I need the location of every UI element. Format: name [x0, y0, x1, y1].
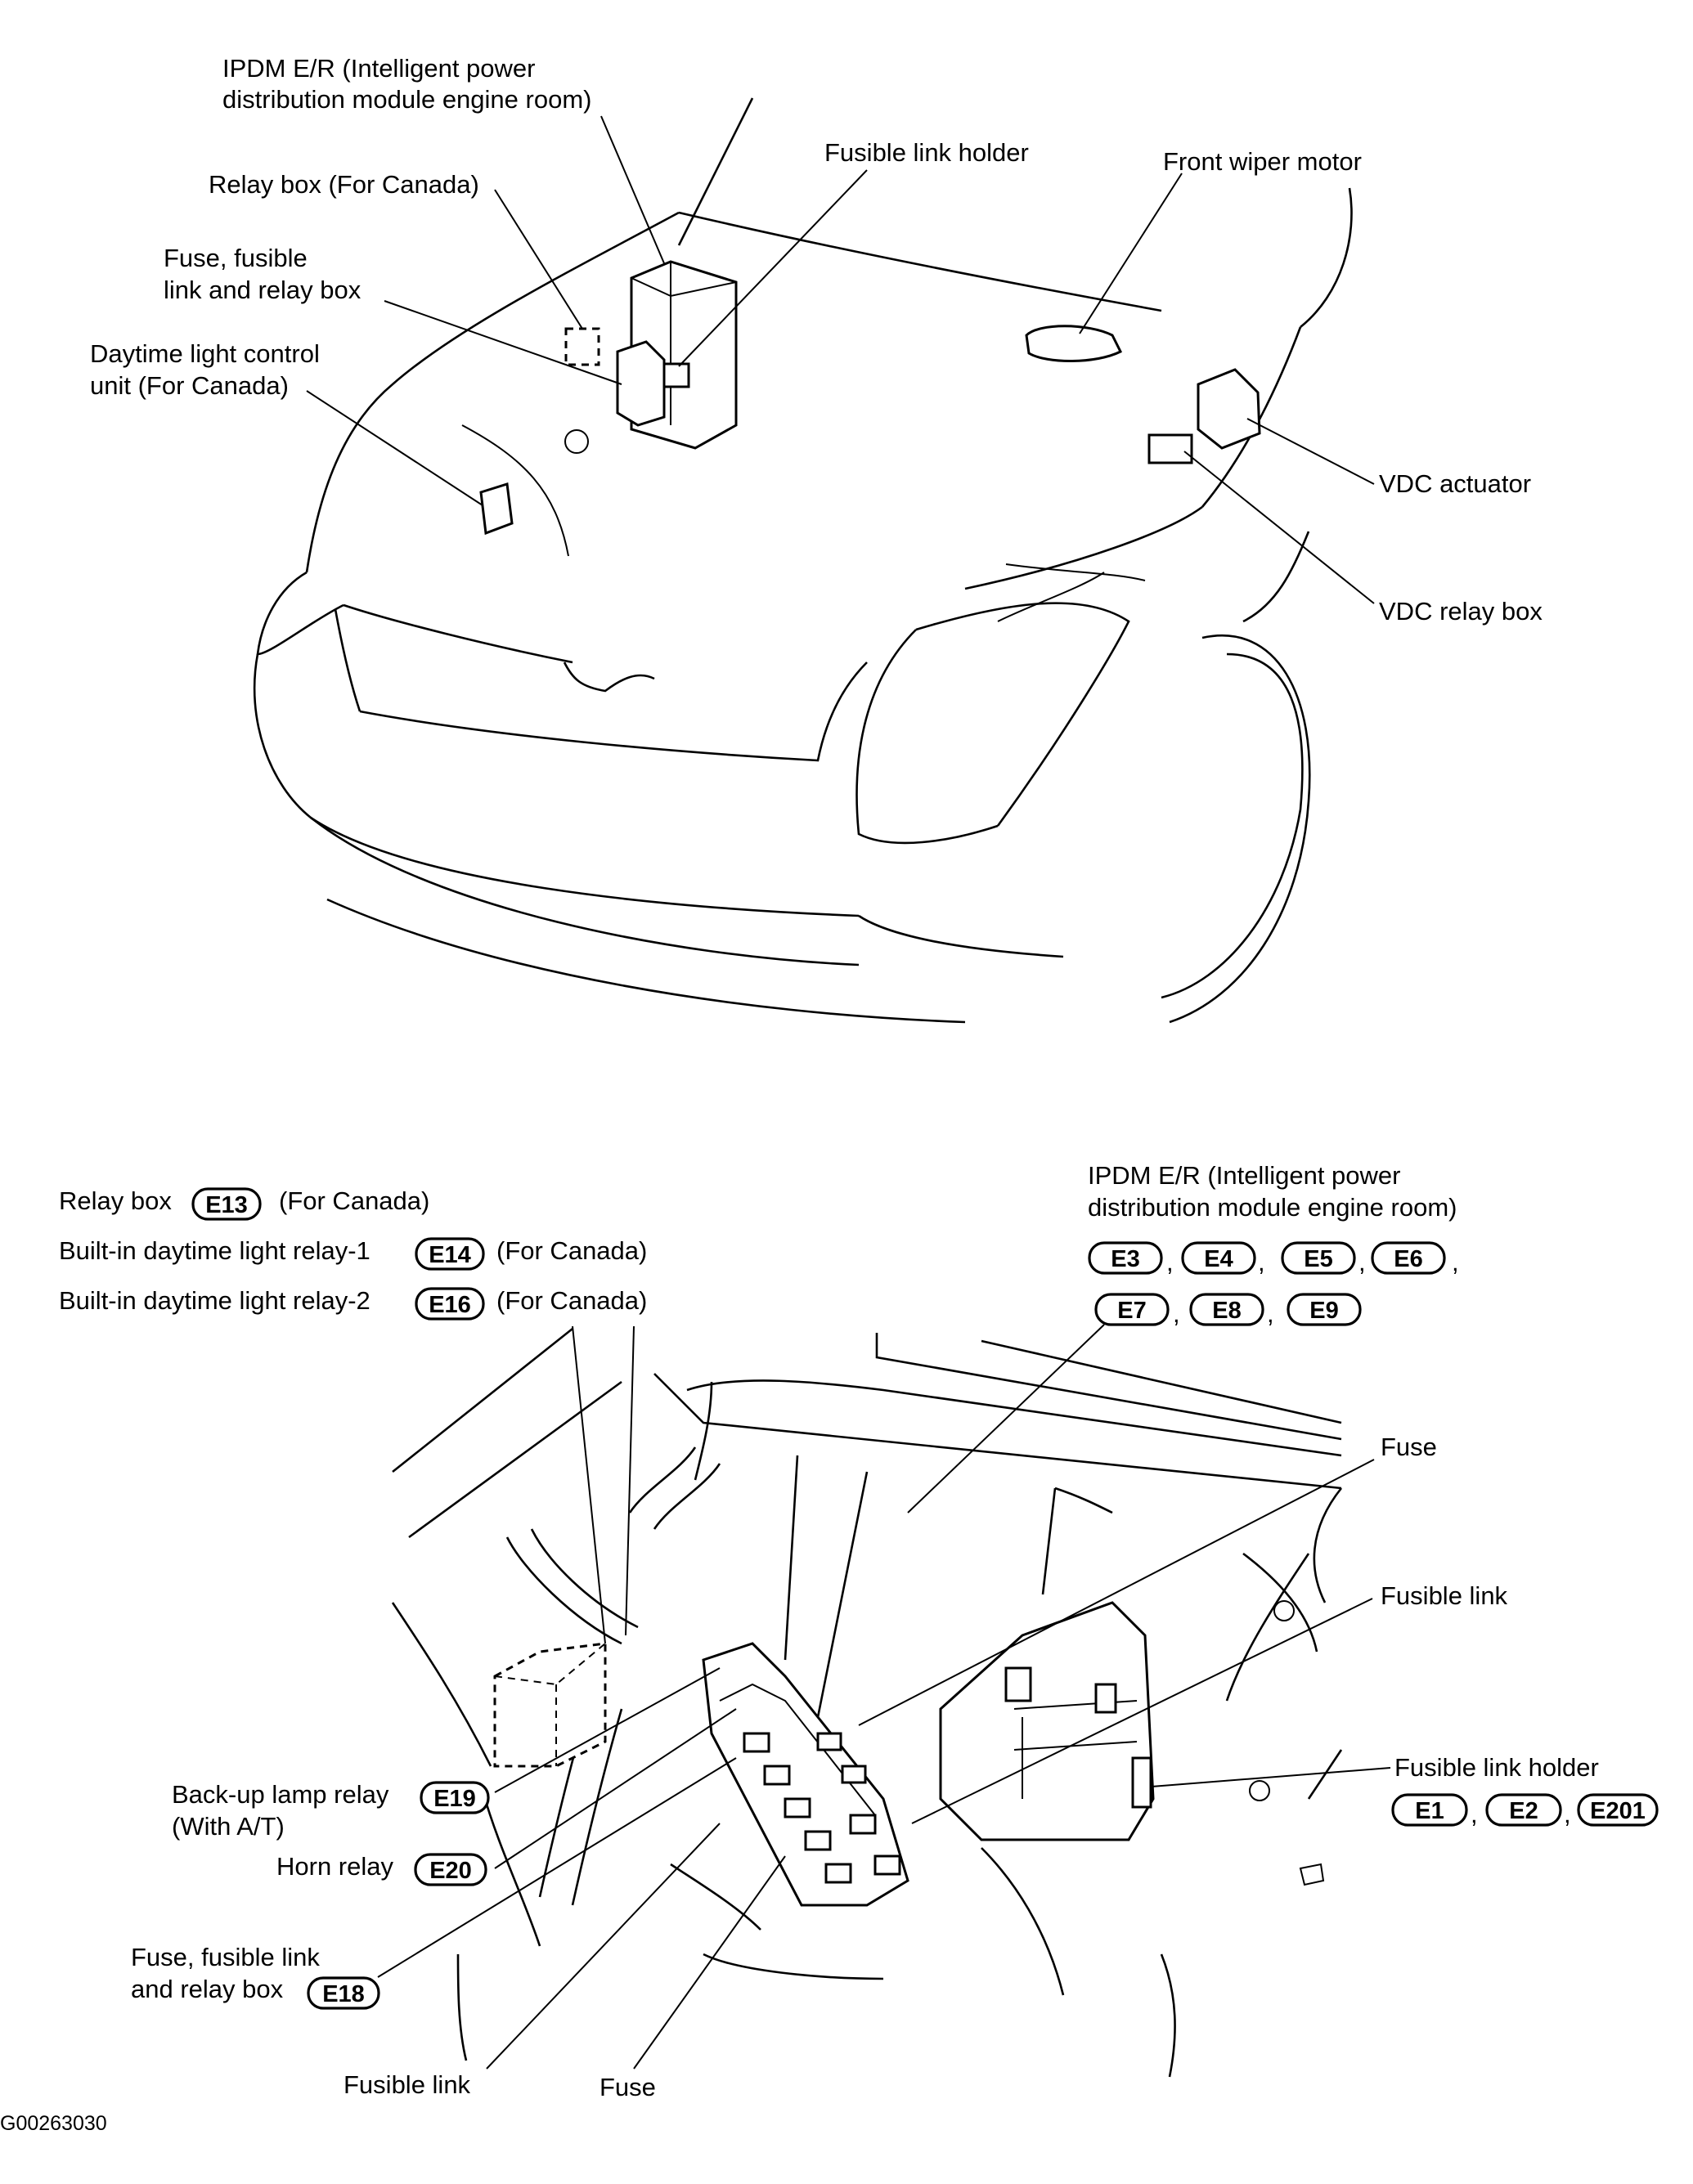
comma: ,: [1166, 1248, 1174, 1276]
svg-text:E8: E8: [1212, 1298, 1241, 1324]
comma: ,: [1452, 1248, 1459, 1276]
daytime-label-line2: unit (For Canada): [90, 371, 289, 400]
svg-text:E2: E2: [1509, 1798, 1538, 1824]
svg-text:E19: E19: [433, 1786, 476, 1812]
relay-box-label-post: (For Canada): [279, 1186, 429, 1215]
connector-e18: E18: [307, 1976, 380, 2010]
relay2-label-pre: Built-in daytime light relay-2: [59, 1286, 370, 1315]
relay-box-label-pre: Relay box: [59, 1186, 172, 1215]
fusible-link-holder: [662, 362, 690, 388]
connector-e9: E9: [1287, 1293, 1362, 1326]
ipdm-label-line2: distribution module engine room): [222, 85, 591, 114]
vdc-relay-box: [1147, 433, 1193, 464]
comma: ,: [1258, 1248, 1265, 1276]
relay-box-dashed: [564, 327, 600, 366]
ipdm-bottom-label-line2: distribution module engine room): [1088, 1193, 1457, 1222]
fusible-link-bottom-label: Fusible link: [344, 2070, 471, 2099]
connector-e13: E13: [191, 1187, 262, 1221]
svg-text:E16: E16: [429, 1292, 471, 1318]
connector-e4: E4: [1181, 1241, 1256, 1275]
svg-text:E7: E7: [1117, 1298, 1146, 1324]
wiper-motor: [1025, 325, 1123, 362]
fusible-link-holder-bottom-label: Fusible link holder: [1394, 1753, 1599, 1782]
connector-e6: E6: [1371, 1241, 1446, 1275]
svg-text:E13: E13: [205, 1192, 248, 1218]
fuse-box-label-line1: Fuse, fusible: [164, 244, 308, 272]
connector-e3: E3: [1088, 1241, 1163, 1275]
connector-e201: E201: [1577, 1793, 1659, 1827]
vdc-actuator: [1197, 368, 1261, 450]
svg-text:E5: E5: [1304, 1246, 1332, 1272]
connector-e5: E5: [1281, 1241, 1356, 1275]
relay1-label-post: (For Canada): [496, 1236, 647, 1265]
top-leader-lines: [306, 115, 1375, 604]
vdc-relay-box-label: VDC relay box: [1379, 597, 1543, 626]
relay2-label-post: (For Canada): [496, 1286, 647, 1315]
fuse-right-label: Fuse: [1381, 1433, 1437, 1461]
comma: ,: [1358, 1248, 1366, 1276]
svg-text:E1: E1: [1415, 1798, 1444, 1824]
comma: ,: [1173, 1299, 1180, 1328]
fusible-link-right-label: Fusible link: [1381, 1581, 1508, 1610]
connector-e2: E2: [1485, 1793, 1562, 1827]
svg-text:E6: E6: [1394, 1246, 1422, 1272]
fuse-box-bottom-label-line2: and relay box: [131, 1975, 284, 2003]
bottom-leader-lines: [377, 1324, 1391, 2070]
top-labels: IPDM E/R (Intelligent power distribution…: [90, 54, 1543, 626]
connector-e20: E20: [414, 1853, 487, 1886]
svg-text:E20: E20: [429, 1858, 472, 1884]
car-front-illustration: [253, 97, 1353, 1024]
figure-id: G00263030: [0, 2112, 107, 2135]
fuse-relay-box-e18: [702, 1642, 909, 1907]
svg-text:E3: E3: [1111, 1246, 1139, 1272]
svg-text:E9: E9: [1309, 1298, 1338, 1324]
top-components: [479, 260, 1261, 536]
connector-e16: E16: [415, 1287, 485, 1321]
connector-e8: E8: [1189, 1293, 1264, 1326]
fuse-box-label-line2: link and relay box: [164, 276, 362, 304]
relay-box-label: Relay box (For Canada): [209, 170, 479, 199]
relay1-label-pre: Built-in daytime light relay-1: [59, 1236, 370, 1265]
fuse-box: [616, 340, 666, 427]
relay-box-e13-dashed: [493, 1642, 607, 1768]
fuse-box-bottom-label-line1: Fuse, fusible link: [131, 1943, 320, 1971]
fusible-link-holder-bottom: [1131, 1756, 1152, 1809]
horn-relay-label: Horn relay: [276, 1852, 393, 1881]
comma: ,: [1267, 1299, 1274, 1328]
connector-e1: E1: [1391, 1793, 1468, 1827]
comma: ,: [1471, 1800, 1478, 1828]
ipdm-module-bottom: [939, 1601, 1155, 1841]
bottom-labels: Relay box E13 (For Canada) Built-in dayt…: [59, 1161, 1659, 2101]
comma: ,: [1564, 1800, 1571, 1828]
connector-e7: E7: [1094, 1293, 1170, 1326]
connector-e14: E14: [415, 1237, 485, 1271]
backup-lamp-relay-label-line2: (With A/T): [172, 1812, 285, 1841]
ipdm-label-line1: IPDM E/R (Intelligent power: [222, 54, 535, 83]
connector-e19: E19: [420, 1781, 490, 1814]
daytime-label-line1: Daytime light control: [90, 339, 320, 368]
svg-text:E14: E14: [429, 1242, 471, 1268]
svg-text:E201: E201: [1590, 1798, 1646, 1824]
backup-lamp-relay-label-line1: Back-up lamp relay: [172, 1780, 389, 1809]
front-wiper-motor-label: Front wiper motor: [1163, 147, 1362, 176]
ipdm-bottom-label-line1: IPDM E/R (Intelligent power: [1088, 1161, 1400, 1190]
fusible-link-holder-label: Fusible link holder: [824, 138, 1029, 167]
fuse-bottom-label: Fuse: [600, 2073, 656, 2101]
svg-text:E18: E18: [322, 1981, 365, 2007]
engine-room-components: [493, 1601, 1155, 1907]
daytime-control-unit: [479, 482, 514, 536]
svg-text:E4: E4: [1204, 1246, 1233, 1272]
vdc-actuator-label: VDC actuator: [1379, 469, 1531, 498]
